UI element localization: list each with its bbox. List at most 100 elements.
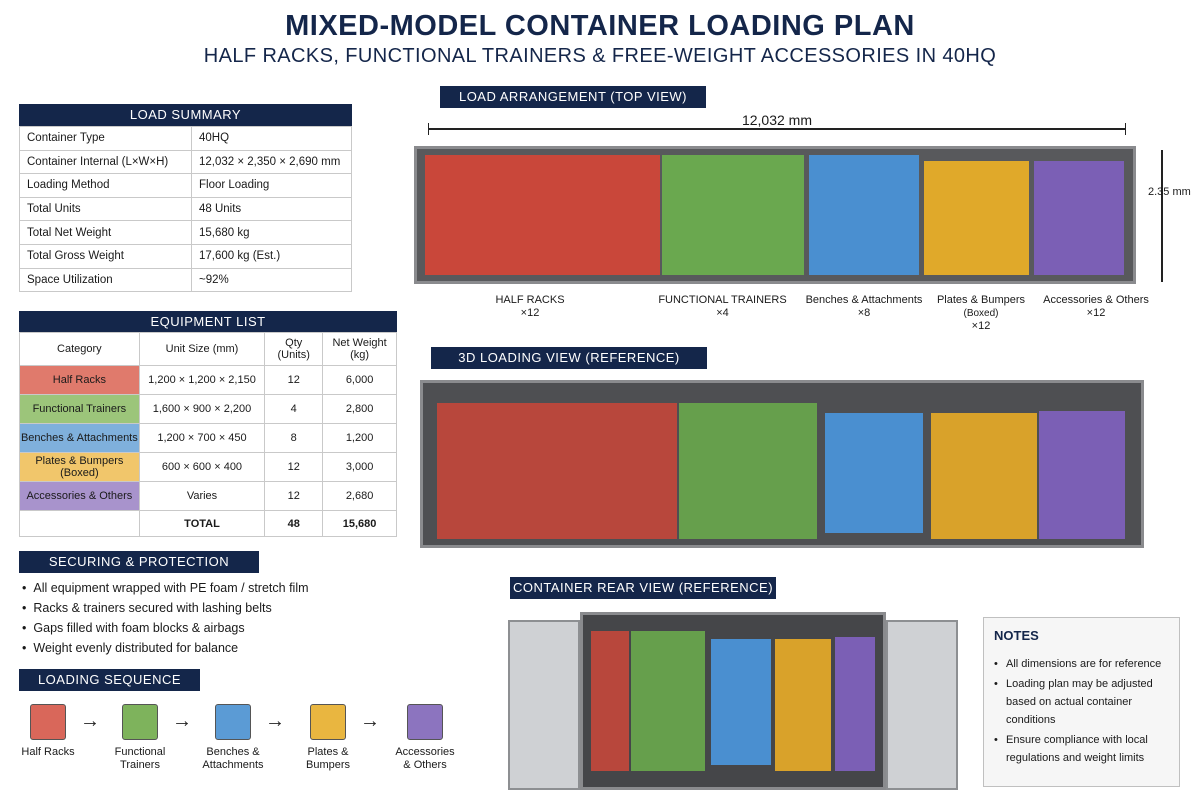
equipment-column-header: Qty (Units) — [264, 332, 324, 366]
label-half-racks-name: HALF RACKS — [495, 294, 565, 306]
label-plates-name: Plates & Bumpers — [936, 294, 1026, 306]
sequence-step-label: Half Racks — [21, 746, 75, 758]
page-subtitle: HALF RACKS, FUNCTIONAL TRAINERS & FREE-W… — [203, 45, 997, 67]
label-accessories-qty: ×12 — [1086, 307, 1106, 319]
loading-sequence-header: LOADING SEQUENCE — [19, 669, 200, 691]
equipment-list-header: EQUIPMENT LIST — [19, 311, 397, 333]
securing-item: All equipment wrapped with PE foam / str… — [22, 578, 308, 598]
equipment-size: Varies — [138, 481, 266, 511]
label-benches: Benches & Attachments ×8 — [800, 294, 928, 320]
label-plates: Plates & Bumpers (Boxed) ×12 — [925, 294, 1037, 333]
sequence-step-icon — [30, 704, 66, 740]
equipment-size: 1,200 × 1,200 × 2,150 — [138, 365, 266, 395]
sequence-step: Half Racks — [8, 704, 88, 759]
equipment-category: Functional Trainers — [19, 394, 140, 424]
zone-functional-trainers — [662, 155, 804, 275]
equipment-qty: 4 — [264, 394, 324, 424]
3d-zone-functional-trainers — [679, 403, 817, 539]
label-benches-qty: ×8 — [857, 307, 871, 319]
summary-value: 12,032 × 2,350 × 2,690 mm — [191, 149, 352, 175]
equipment-category: Benches & Attachments — [19, 423, 140, 453]
sequence-step-icon — [407, 704, 443, 740]
label-trainers-name: FUNCTIONAL TRAINERS — [658, 294, 787, 306]
summary-label: Container Internal (L×W×H) — [19, 149, 192, 175]
note-item: Loading plan may be adjusted based on ac… — [994, 675, 1169, 729]
securing-item: Gaps filled with foam blocks & airbags — [22, 618, 309, 638]
label-half-racks-qty: ×12 — [520, 307, 540, 319]
container-3d-view — [420, 380, 1144, 548]
height-dimension-line — [1161, 150, 1163, 282]
securing-item: Racks & trainers secured with lashing be… — [22, 598, 309, 618]
equipment-total-blank — [19, 510, 140, 537]
equipment-column-header: Category — [19, 332, 140, 366]
summary-value: 48 Units — [191, 196, 352, 222]
summary-value: 40HQ — [191, 126, 352, 151]
label-trainers-qty: ×4 — [716, 307, 729, 319]
summary-label: Total Gross Weight — [19, 243, 192, 269]
rear-zone-plates — [775, 639, 831, 771]
sequence-step: Plates & Bumpers — [288, 704, 368, 772]
3d-zone-plates — [931, 413, 1037, 539]
equipment-size: 1,200 × 700 × 450 — [138, 423, 266, 453]
equipment-weight: 1,200 — [322, 423, 397, 453]
equipment-weight: 2,680 — [322, 481, 397, 511]
rear-zone-functional-trainers — [631, 631, 705, 771]
rear-zone-accessories — [835, 637, 875, 771]
equipment-qty: 12 — [264, 365, 324, 395]
summary-value: Floor Loading — [191, 173, 352, 198]
3d-zone-half-racks — [437, 403, 677, 539]
equipment-qty: 8 — [264, 423, 324, 453]
label-accessories: Accessories & Others ×12 — [1036, 294, 1156, 320]
equipment-column-header: Unit Size (mm) — [138, 332, 266, 366]
sequence-step-label: Accessories & Others — [395, 746, 455, 771]
note-item: All dimensions are for reference — [994, 655, 1169, 673]
sequence-step: Benches & Attachments — [193, 704, 273, 772]
zone-plates — [924, 161, 1029, 275]
summary-label: Total Units — [19, 196, 192, 222]
equipment-category: Half Racks — [19, 365, 140, 395]
sequence-step-label: Functional Trainers — [114, 746, 166, 771]
3d-zone-accessories — [1039, 411, 1125, 539]
sequence-step-label: Plates & Bumpers — [305, 746, 351, 771]
equipment-weight: 2,800 — [322, 394, 397, 424]
sequence-step-icon — [122, 704, 158, 740]
rear-zone-half-racks — [591, 631, 629, 771]
equipment-qty: 12 — [264, 452, 324, 482]
label-functional-trainers: FUNCTIONAL TRAINERS ×4 — [650, 294, 795, 320]
load-arrangement-header: LOAD ARRANGEMENT (TOP VIEW) — [440, 86, 706, 108]
sequence-arrow-icon: → — [172, 710, 192, 732]
label-plates-qty: ×12 — [971, 320, 991, 332]
zone-accessories — [1034, 161, 1124, 275]
right-door — [886, 620, 958, 790]
equipment-qty: 12 — [264, 481, 324, 511]
page-title: MIXED-MODEL CONTAINER LOADING PLAN — [285, 10, 915, 42]
notes-panel: NOTES All dimensions are for referenceLo… — [983, 617, 1180, 787]
summary-value: 15,680 kg — [191, 220, 352, 245]
equipment-total-label: TOTAL — [138, 510, 266, 537]
equipment-category: Plates & Bumpers (Boxed) — [19, 452, 140, 482]
height-dimension: 2.35 mm — [1148, 186, 1191, 198]
equipment-total-weight: 15,680 — [322, 510, 397, 537]
summary-label: Space Utilization — [19, 267, 192, 293]
equipment-size: 1,600 × 900 × 2,200 — [138, 394, 266, 424]
summary-value: 17,600 kg (Est.) — [191, 243, 352, 269]
sequence-step-label: Benches & Attachments — [202, 746, 264, 771]
summary-label: Container Type — [19, 126, 192, 151]
container-top-view — [414, 146, 1136, 284]
sequence-step-icon — [310, 704, 346, 740]
summary-label: Loading Method — [19, 173, 192, 198]
container-rear-view — [580, 612, 886, 790]
securing-item: Weight evenly distributed for balance — [22, 638, 309, 658]
summary-row: Container Internal (L×W×H)12,032 × 2,350… — [19, 149, 352, 175]
sequence-arrow-icon: → — [360, 710, 380, 732]
sequence-arrow-icon: → — [80, 710, 100, 732]
